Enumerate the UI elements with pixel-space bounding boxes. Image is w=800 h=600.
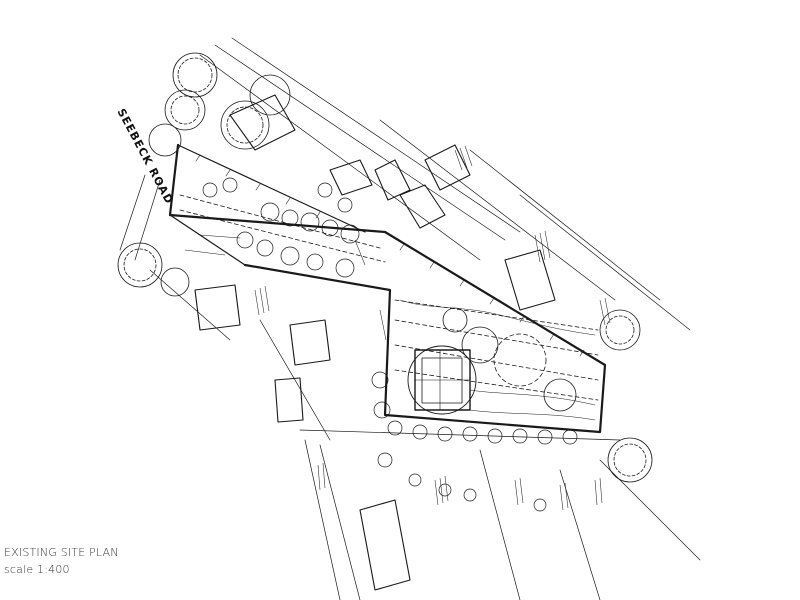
driveway-lines	[179, 194, 599, 401]
boundary-ticks	[195, 154, 585, 357]
neighbouring-buildings	[194, 94, 556, 591]
boundary-shrubs	[202, 177, 578, 512]
neighbour-boundary-lines	[119, 37, 701, 600]
drawing-title: EXISTING SITE PLAN	[4, 546, 119, 559]
drawing-note-marks	[254, 145, 611, 511]
drawing-scale: scale 1:400	[4, 563, 70, 576]
garden-lines	[184, 234, 596, 421]
property-boundary	[168, 143, 607, 434]
existing-dwelling	[407, 345, 477, 415]
